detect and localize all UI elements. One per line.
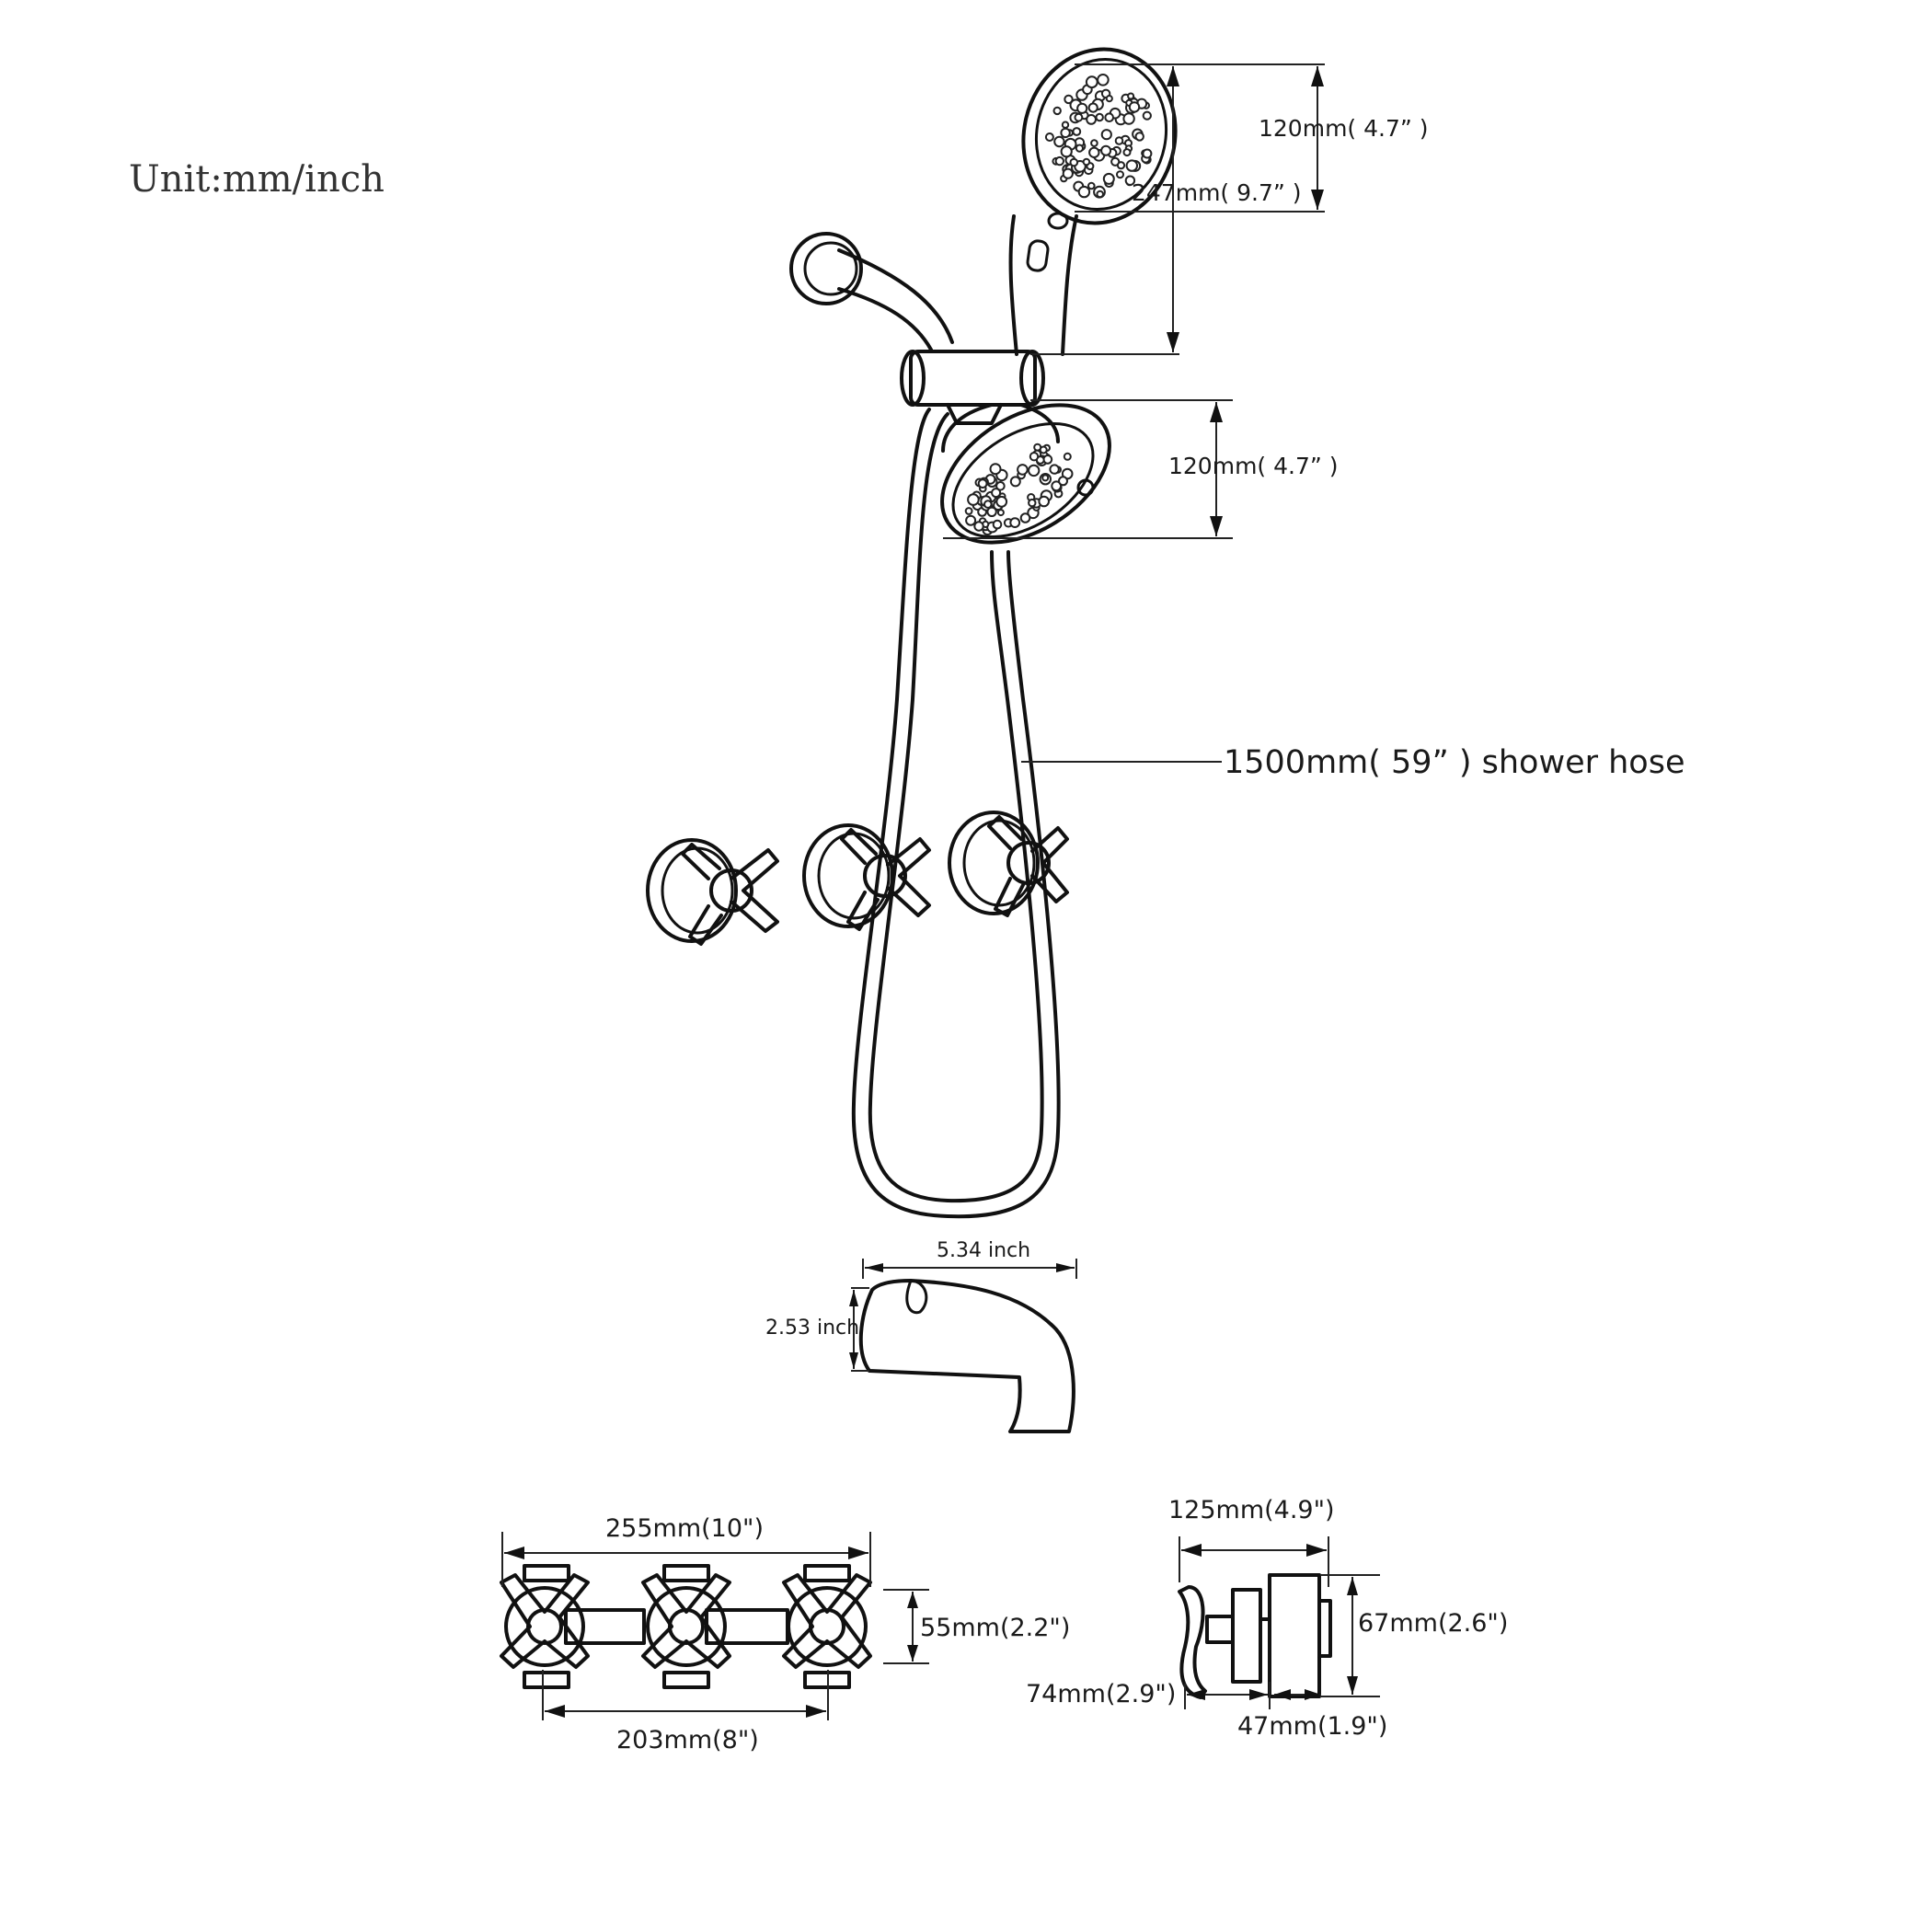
handle-height-label: 67mm(2.6") bbox=[1358, 1609, 1508, 1638]
wall-handle-right bbox=[948, 811, 1069, 917]
spout-height-label: 2.53 inch bbox=[765, 1317, 859, 1340]
dimension-lines bbox=[501, 63, 1380, 1720]
hose-length-label: 1500mm( 59” ) shower hose bbox=[1224, 744, 1685, 781]
valve-handle-left bbox=[500, 1573, 590, 1669]
handheld-spray-nozzles bbox=[1044, 74, 1153, 199]
valve-handle-right bbox=[782, 1573, 872, 1669]
handheld-head-dimension-label: 120mm( 4.7” ) bbox=[1259, 115, 1429, 142]
fixed-spray-nozzles bbox=[964, 443, 1074, 535]
fixed-shower-head bbox=[940, 403, 1111, 545]
trim-depth-label: 47mm(1.9") bbox=[1237, 1712, 1387, 1741]
valve-height-label: 55mm(2.2") bbox=[920, 1614, 1070, 1642]
fixed-head-dimension-label: 120mm( 4.7” ) bbox=[1168, 453, 1339, 479]
handle-depth-label: 125mm(4.9") bbox=[1168, 1496, 1335, 1524]
wall-handle-middle bbox=[802, 823, 931, 931]
valve-handle-middle bbox=[641, 1573, 731, 1669]
valve-overall-width-label: 255mm(10") bbox=[605, 1514, 764, 1543]
spout-width-label: 5.34 inch bbox=[937, 1239, 1030, 1262]
shower-arm bbox=[789, 232, 954, 351]
handle-projection-label: 74mm(2.9") bbox=[1026, 1680, 1176, 1708]
tub-spout bbox=[858, 1279, 1075, 1433]
handheld-shower-head bbox=[1008, 47, 1178, 356]
handheld-length-dimension-label: 247mm( 9.7” ) bbox=[1132, 179, 1302, 206]
handshower-holder-bracket bbox=[900, 350, 1045, 425]
valve-handle-side-view bbox=[1178, 1573, 1332, 1699]
wall-handle-left bbox=[646, 838, 779, 946]
valve-assembly-front-view bbox=[500, 1564, 872, 1689]
valve-center-spacing-label: 203mm(8") bbox=[616, 1726, 759, 1754]
unit-label: Unit:mm/inch bbox=[129, 158, 385, 201]
